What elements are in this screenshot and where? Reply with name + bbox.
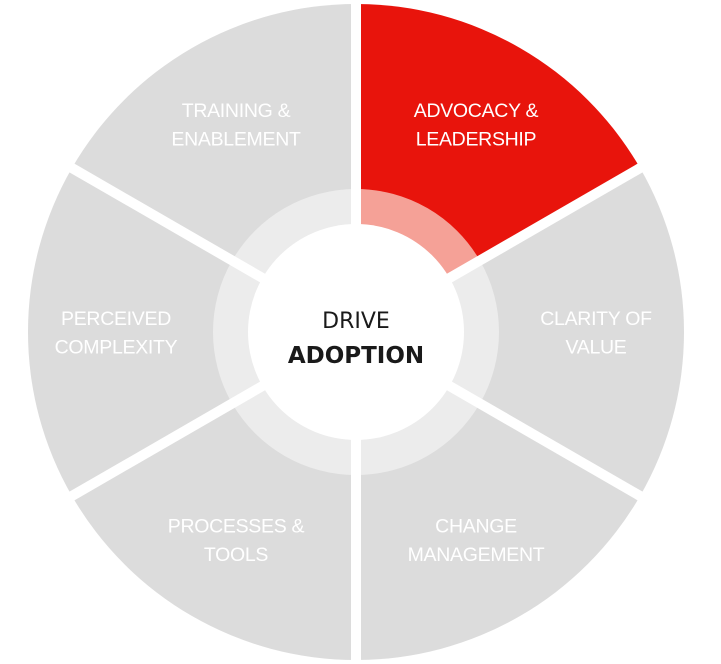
center-hub xyxy=(248,224,464,440)
center-title-line2: ADOPTION xyxy=(288,343,424,369)
label-complexity-line-2: COMPLEXITY xyxy=(55,336,178,358)
label-training-line-1: TRAINING & xyxy=(182,100,291,122)
label-advocacy-line-2: LEADERSHIP xyxy=(416,128,537,150)
label-clarity-line-2: VALUE xyxy=(566,336,627,358)
label-training: TRAINING & ENABLEMENT xyxy=(171,100,301,150)
label-change: CHANGE MANAGEMENT xyxy=(408,516,545,567)
label-complexity-line-1: PERCEIVED xyxy=(61,308,171,330)
segment-complexity xyxy=(27,168,356,496)
label-processes-line-1: PROCESSES & xyxy=(168,516,305,538)
label-advocacy-line-1: ADVOCACY & xyxy=(414,100,539,122)
segment-labels: ADVOCACY & LEADERSHIP CLARITY OF VALUE CHANG… xyxy=(55,100,653,567)
center-title-line1: DRIVE xyxy=(322,309,390,334)
label-processes-line-2: TOOLS xyxy=(204,544,269,566)
label-change-line-2: MANAGEMENT xyxy=(408,544,545,566)
label-advocacy: ADVOCACY & LEADERSHIP xyxy=(414,100,539,150)
segment-clarity xyxy=(356,168,685,496)
label-change-line-1: CHANGE xyxy=(435,516,517,538)
label-complexity: PERCEIVED COMPLEXITY xyxy=(55,308,178,359)
label-clarity: CLARITY OF VALUE xyxy=(540,308,652,359)
label-clarity-line-1: CLARITY OF xyxy=(540,308,652,330)
label-training-line-2: ENABLEMENT xyxy=(171,128,301,150)
label-processes: PROCESSES & TOOLS xyxy=(168,516,305,567)
